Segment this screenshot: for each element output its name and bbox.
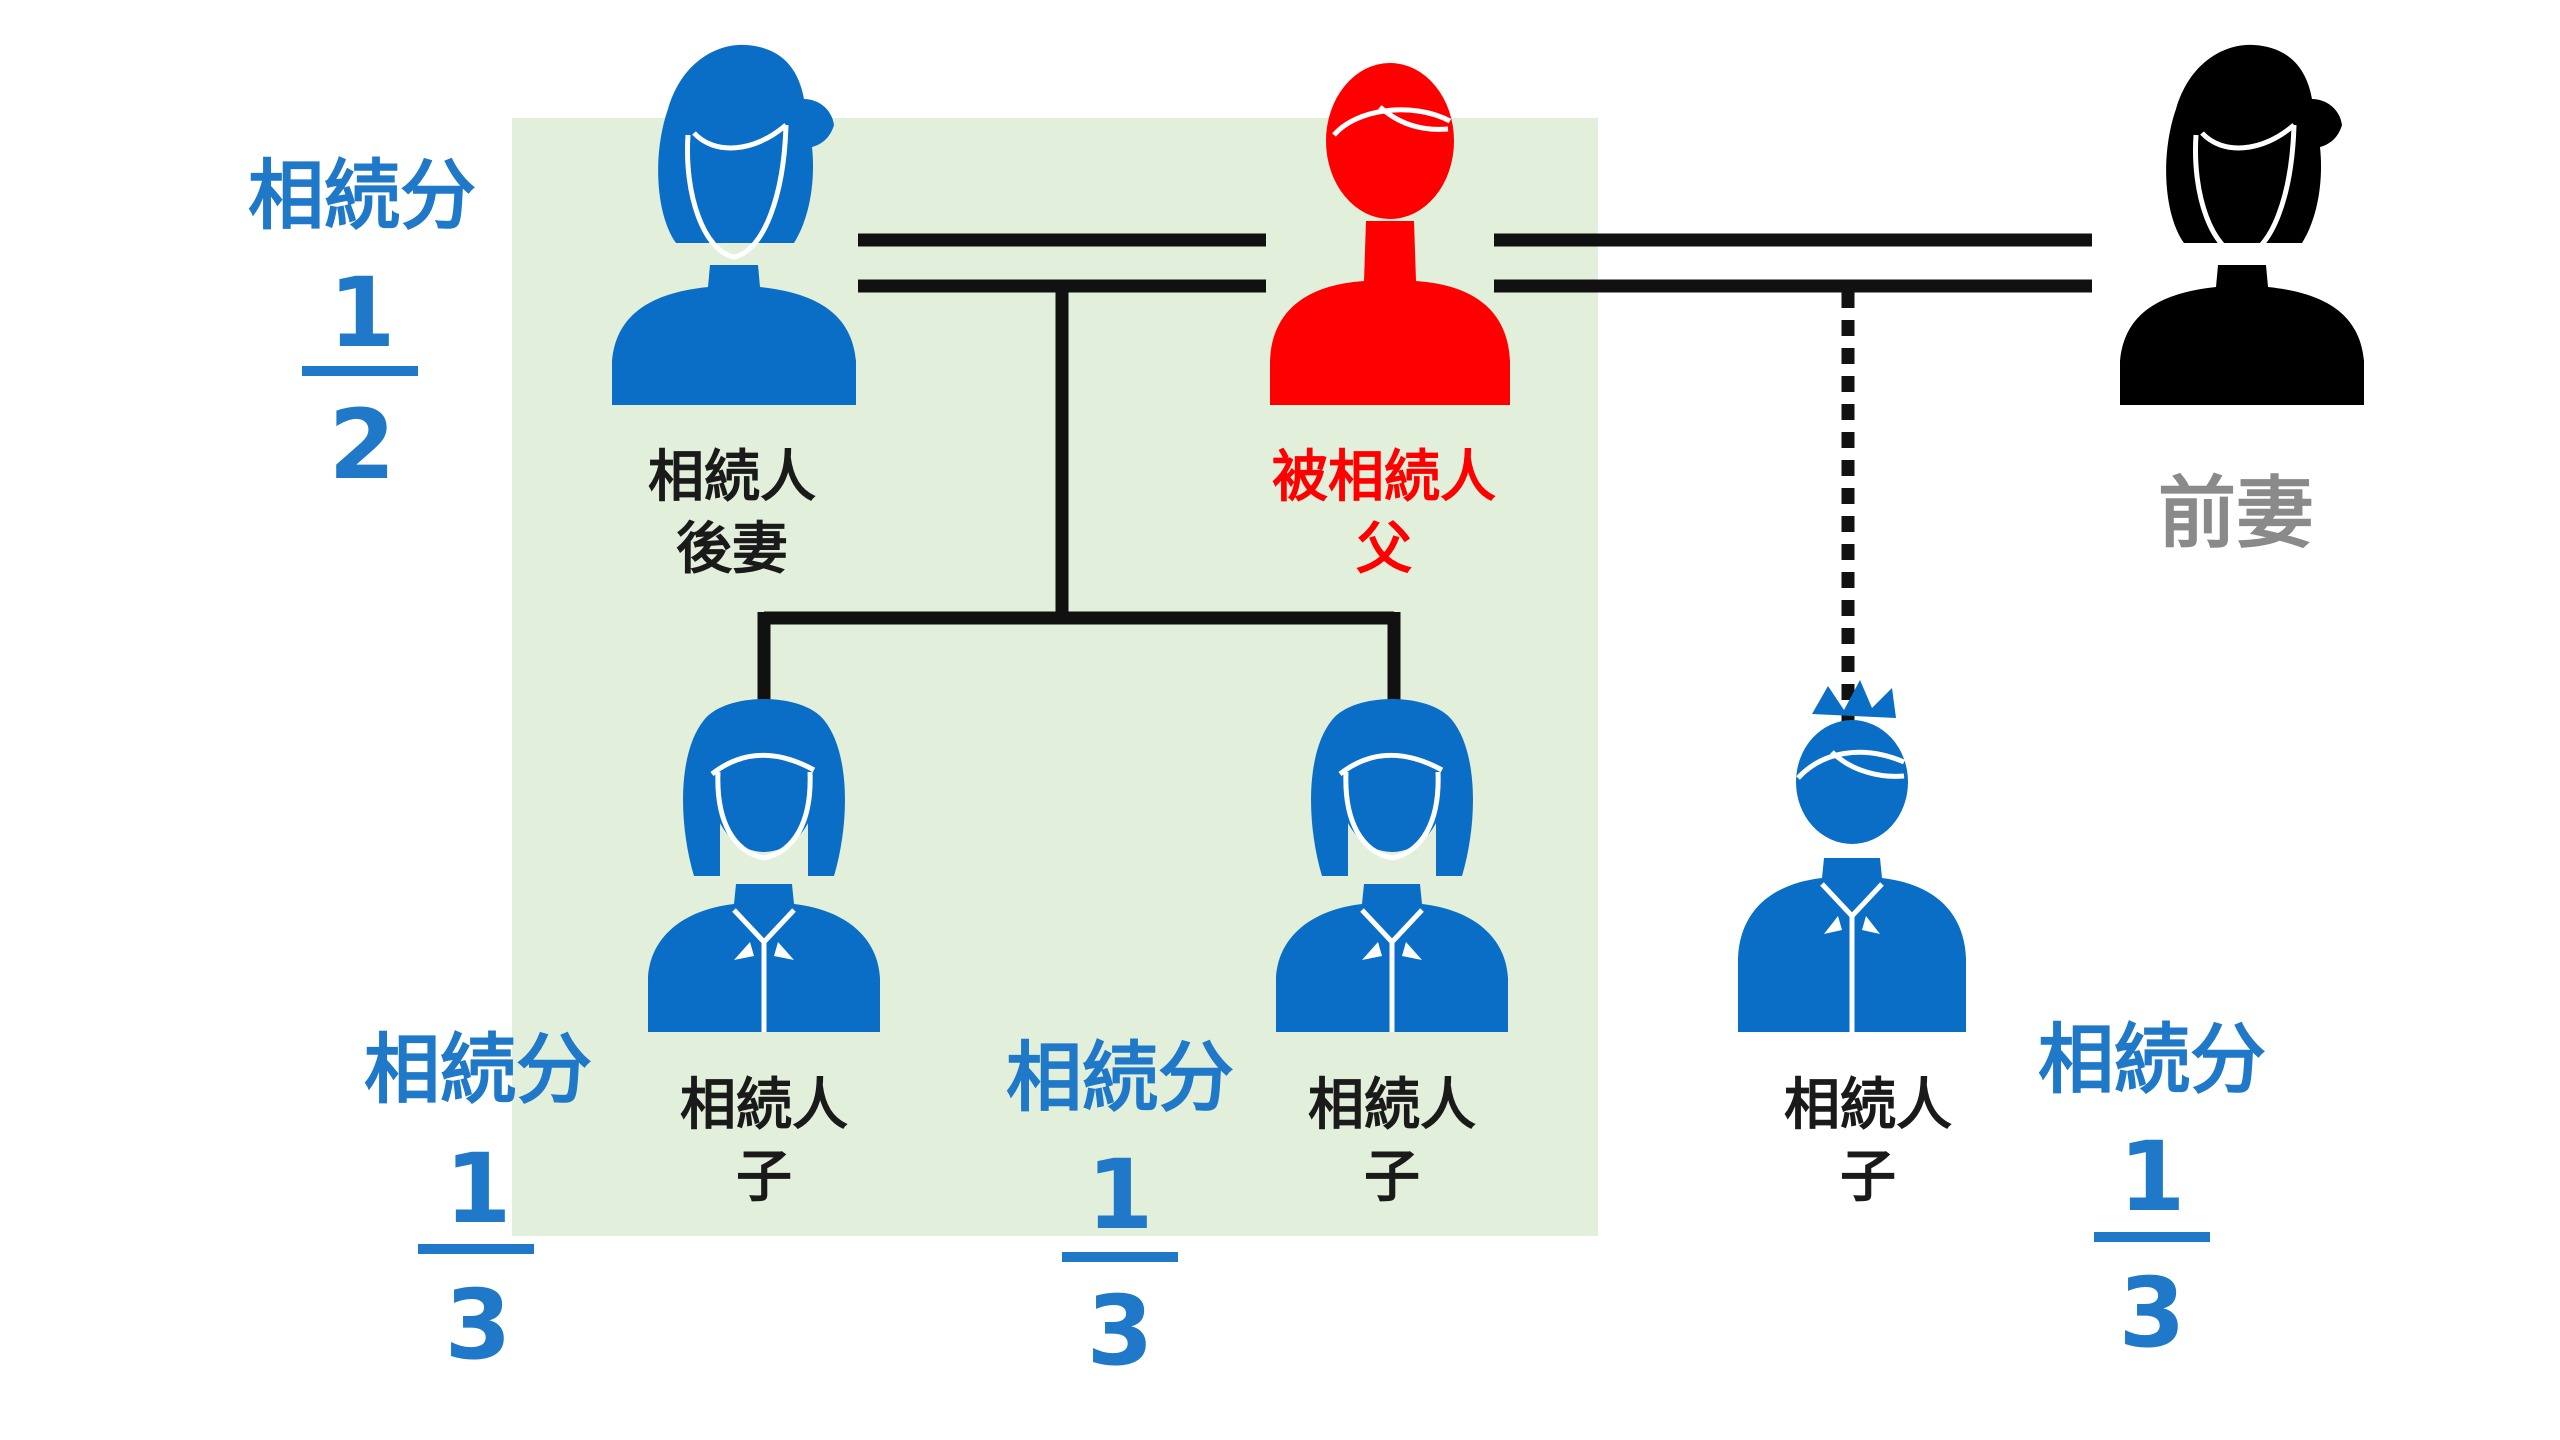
share-denominator: 3 [2119, 1257, 2186, 1369]
child-2-role-label: 相続人 [1308, 1073, 1476, 1138]
share-word: 相続分 [364, 1025, 592, 1114]
share-numerator: 1 [2119, 1121, 2186, 1233]
share-denominator: 2 [329, 389, 396, 501]
fraction-bar [418, 1244, 534, 1254]
share-word: 相続分 [248, 151, 476, 240]
fraction-bar [302, 366, 418, 376]
woman-icon [2120, 45, 2364, 405]
decedent-role-label: 被相続人 [1272, 445, 1496, 510]
share-denominator: 3 [445, 1269, 512, 1381]
share-numerator: 1 [445, 1133, 512, 1245]
child-2-relation-label: 子 [1364, 1145, 1420, 1210]
child-3-role-label: 相続人 [1784, 1073, 1952, 1138]
fraction-bar [2094, 1232, 2210, 1242]
boy-icon [1738, 680, 1966, 1032]
child-1-relation-label: 子 [736, 1145, 792, 1210]
share-numerator: 1 [329, 257, 396, 369]
share-child-3: 相続分 1 3 [2038, 1015, 2266, 1369]
share-denominator: 3 [1087, 1275, 1154, 1387]
share-word: 相続分 [1006, 1033, 1234, 1122]
share-word: 相続分 [2038, 1015, 2266, 1104]
child-3-relation-label: 子 [1840, 1145, 1896, 1210]
fraction-bar [1062, 1252, 1178, 1262]
share-second-wife: 相続分 1 2 [248, 151, 476, 501]
second-wife-role-label: 相続人 [648, 445, 816, 510]
former-wife-label: 前妻 [2158, 469, 2314, 559]
child-1-role-label: 相続人 [680, 1073, 848, 1138]
share-child-1: 相続分 1 3 [364, 1025, 592, 1381]
second-wife-relation-label: 後妻 [676, 517, 788, 582]
decedent-relation-label: 父 [1356, 517, 1412, 582]
share-numerator: 1 [1087, 1139, 1154, 1251]
marriage-line-former [1494, 233, 2092, 293]
share-child-2: 相続分 1 3 [1006, 1033, 1234, 1387]
